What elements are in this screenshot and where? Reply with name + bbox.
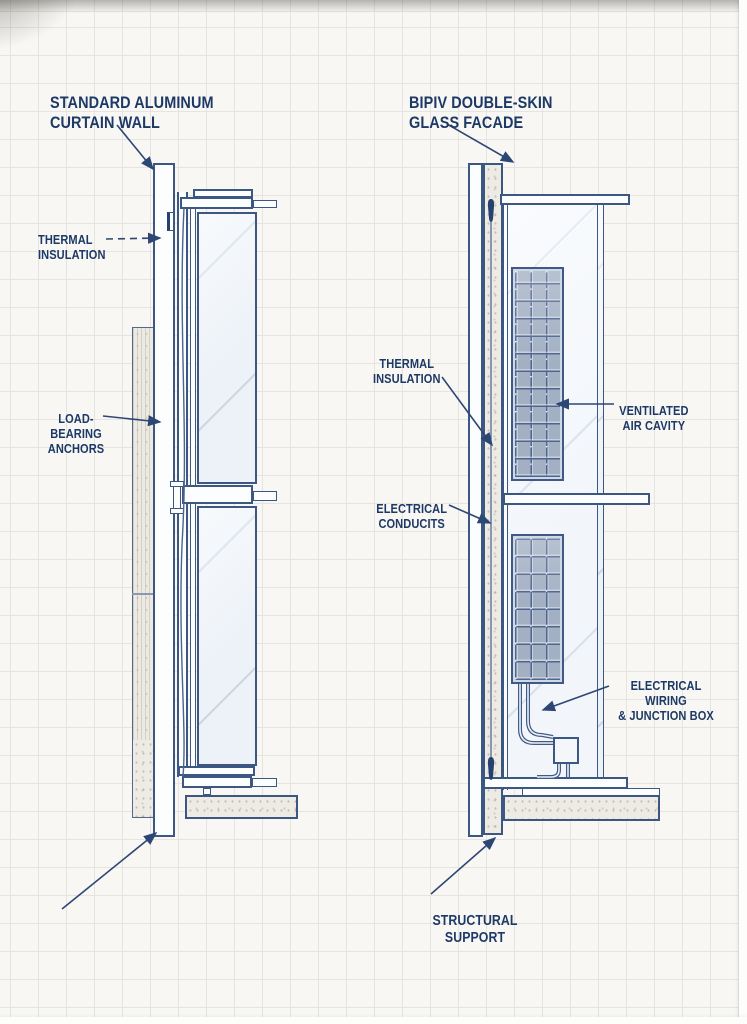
right-mid-transom xyxy=(503,493,650,505)
left-floor-slab xyxy=(185,795,298,819)
right-thermal-insulation-layer xyxy=(483,163,503,835)
label-electrical-wiring-junction-box: ELECTRICAL WIRING & JUNCTION BOX xyxy=(600,663,732,723)
left-mullion xyxy=(153,163,175,837)
page-edge-bottom xyxy=(0,1017,747,1024)
left-top-cap-tail xyxy=(253,200,277,208)
left-top-cap-lower xyxy=(180,197,253,209)
label-right-thermal-insulation-text: THERMAL INSULATION xyxy=(373,356,441,387)
right-pv-panel-upper xyxy=(511,267,564,481)
left-thermal-break-clip xyxy=(167,212,173,231)
right-inner-mullion xyxy=(468,163,483,837)
right-diagram-title: BIPIV DOUBLE-SKIN GLASS FACADE xyxy=(409,73,578,133)
left-mid-transom xyxy=(182,485,253,504)
right-diagram-title-text: BIPIV DOUBLE-SKIN GLASS FACADE xyxy=(409,93,553,133)
left-diagram-title: STANDARD ALUMINUM CURTAIN WALL xyxy=(50,73,242,133)
left-wall-joint xyxy=(132,593,158,595)
left-glazing-strip xyxy=(190,198,196,766)
arrow-left-structural-base xyxy=(61,831,158,910)
left-bottom-connector xyxy=(203,788,211,795)
label-structural-support-text: STRUCTURAL SUPPORT xyxy=(432,912,518,946)
left-glass-upper xyxy=(197,212,257,484)
label-electrical-wiring-junction-box-text: ELECTRICAL WIRING & JUNCTION BOX xyxy=(618,678,714,724)
left-glass-bottom-frame xyxy=(178,766,255,776)
arrow-structural-support xyxy=(430,836,497,895)
left-diagram-title-text: STANDARD ALUMINUM CURTAIN WALL xyxy=(50,93,214,133)
label-load-bearing-anchors: LOAD-BEARING ANCHORS xyxy=(26,396,126,456)
label-electrical-conduits: ELECTRICAL CONDUCITS xyxy=(366,486,458,531)
label-electrical-conduits-text: ELECTRICAL CONDUCITS xyxy=(376,501,448,532)
page-edge-right xyxy=(739,0,747,1024)
label-ventilated-air-cavity-text: VENTILATED AIR CAVITY xyxy=(619,403,689,434)
label-left-thermal-insulation-text: THERMAL INSULATION xyxy=(38,232,106,263)
left-mid-transom-tail xyxy=(253,491,277,501)
left-anchor-cap-bottom xyxy=(170,508,184,514)
right-top-cap xyxy=(500,194,630,205)
left-bottom-bracket xyxy=(182,776,252,788)
left-bottom-bracket-tail xyxy=(252,778,277,787)
pv-cell-grid-upper xyxy=(515,271,560,477)
pv-cell-grid-lower xyxy=(515,538,560,680)
left-glass-lower xyxy=(197,506,257,766)
left-anchor-bar xyxy=(173,486,181,509)
label-structural-support: STRUCTURAL SUPPORT xyxy=(388,896,562,946)
label-left-thermal-insulation: THERMAL INSULATION xyxy=(38,217,117,262)
label-ventilated-air-cavity: VENTILATED AIR CAVITY xyxy=(608,388,700,433)
right-pv-panel-lower xyxy=(511,534,564,684)
label-right-thermal-insulation: THERMAL INSULATION xyxy=(365,341,449,386)
label-load-bearing-anchors-text: LOAD-BEARING ANCHORS xyxy=(47,411,105,457)
junction-box xyxy=(553,737,579,764)
right-floor-slab xyxy=(503,795,660,821)
